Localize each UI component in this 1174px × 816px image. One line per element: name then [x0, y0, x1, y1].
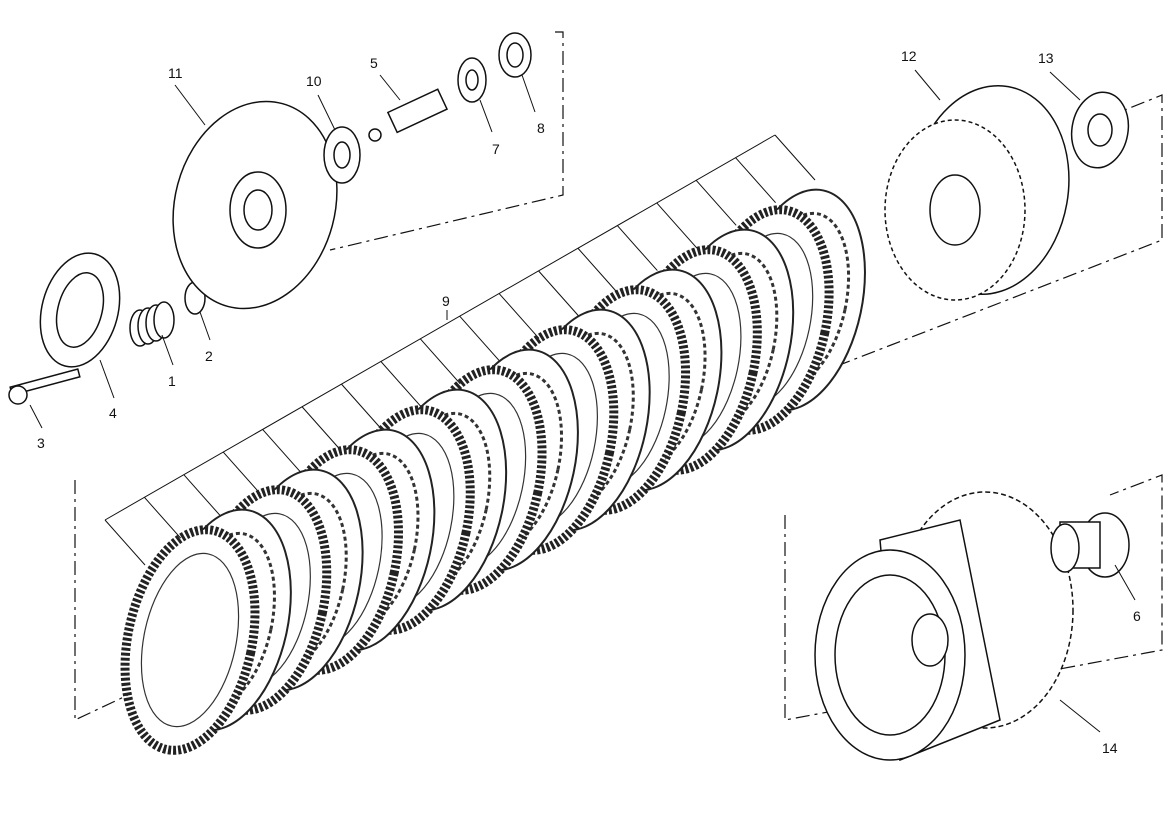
clutch-hub-part-12 [884, 84, 1070, 301]
clutch-plates-part-9 [120, 188, 866, 755]
callout-7: 7 [492, 141, 500, 157]
plate-pack-bracket [104, 134, 776, 521]
callout-11: 11 [168, 65, 183, 81]
callout-4: 4 [109, 405, 117, 421]
bracket-tick [735, 157, 776, 203]
callout-13: 13 [1038, 50, 1054, 66]
bolt-part-3 [8, 368, 81, 405]
bracket-tick [577, 247, 619, 294]
callout-6: 6 [1133, 608, 1141, 624]
bracket-tick [498, 293, 540, 339]
group-boundary-pressure-plate [329, 31, 564, 251]
callout-8: 8 [537, 120, 545, 136]
spring-part-1 [129, 301, 175, 347]
bracket-tick [538, 270, 579, 317]
callout-3: 3 [37, 435, 45, 451]
bracket-tick [380, 361, 422, 407]
bracket-tick [419, 338, 461, 385]
bracket-tick [695, 179, 737, 226]
callout-10: 10 [306, 73, 322, 89]
washer-part-13 [1070, 91, 1130, 169]
group-boundary-basket [784, 474, 1163, 721]
callout-1: 1 [168, 373, 176, 389]
bearing-part-10 [323, 126, 361, 184]
bracket-tick [341, 383, 382, 430]
friction-plate [120, 525, 260, 755]
bracket-tick [222, 451, 264, 498]
bracket-tick [301, 406, 343, 453]
callout-14: 14 [1102, 740, 1118, 756]
callout-5: 5 [370, 55, 378, 71]
nut-part-7 [457, 57, 487, 103]
clutch-basket-part-14 [814, 491, 1074, 762]
bracket-tick [183, 474, 225, 521]
bracket-tick [774, 134, 816, 181]
callout-12: 12 [901, 48, 917, 64]
pressure-plate-part-11 [172, 100, 338, 310]
bracket-tick [144, 497, 185, 543]
bracket-tick [262, 429, 304, 475]
washer-part-8 [498, 32, 532, 78]
callout-2: 2 [205, 348, 213, 364]
callout-9: 9 [442, 293, 450, 309]
group-boundary-plates [74, 94, 1163, 721]
bracket-tick [616, 225, 658, 271]
bracket-tick [459, 315, 501, 362]
plate-inner-edge [140, 552, 240, 728]
cover-part-4 [39, 252, 121, 368]
pushrod-part-5 [368, 88, 449, 142]
bracket-tick [104, 519, 146, 566]
bushing-part-6 [1050, 512, 1130, 578]
bracket-tick [656, 202, 698, 249]
leader-lines [29, 69, 1136, 733]
